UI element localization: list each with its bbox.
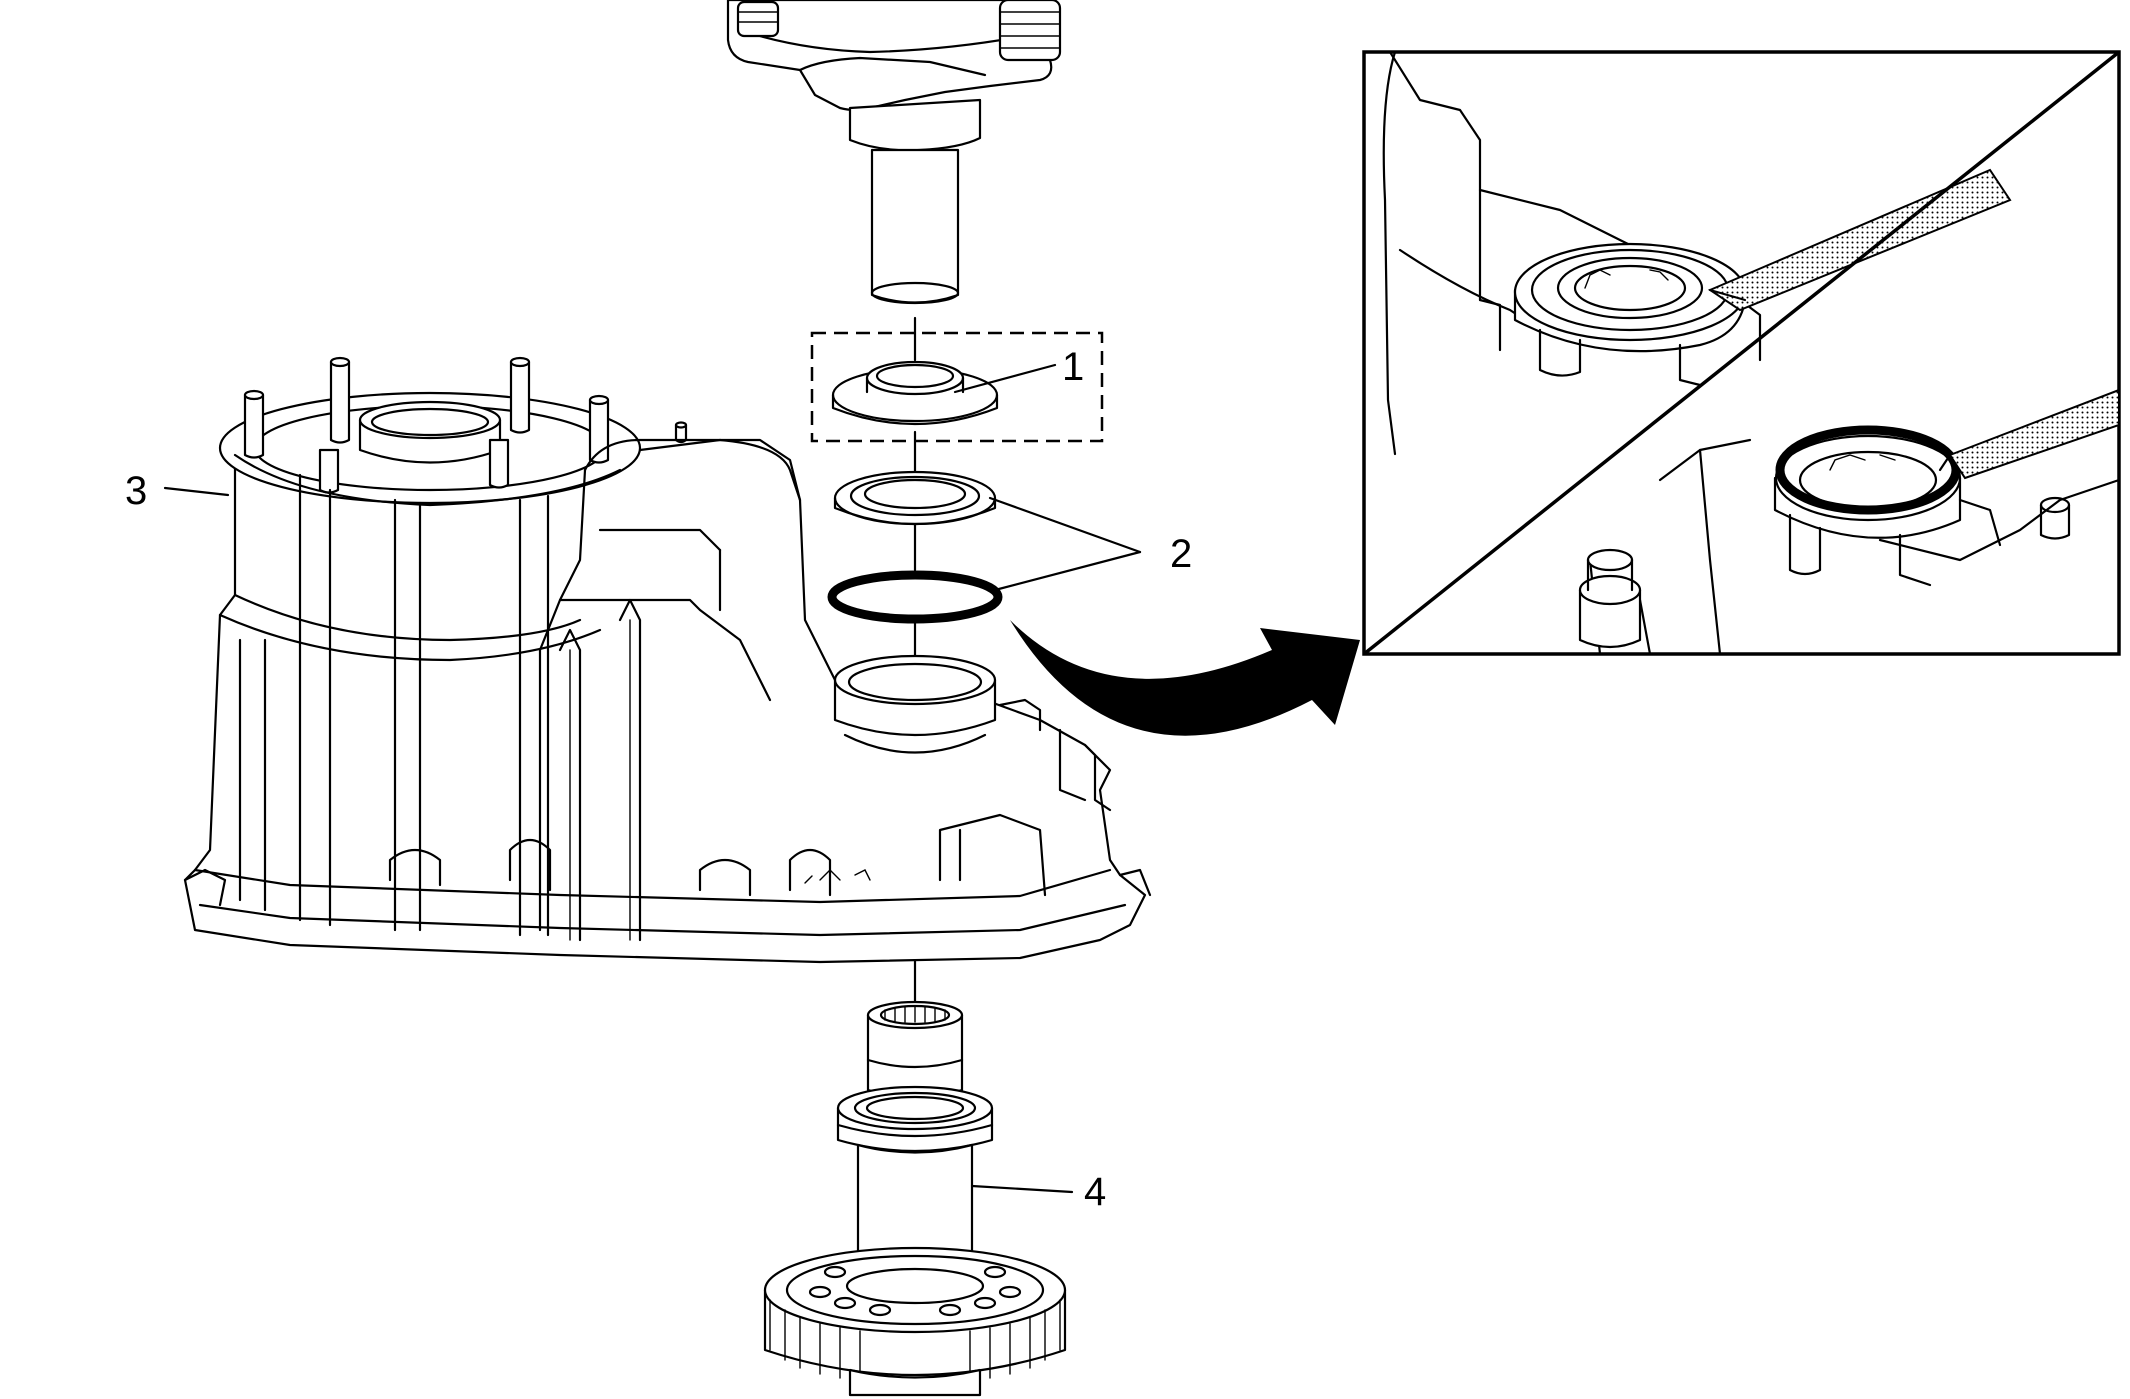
callout-1: 1 [1062, 345, 1084, 389]
sprocket-holes [808, 1265, 1022, 1317]
seal-item-1 [810, 331, 1104, 443]
housing-studs [243, 356, 688, 494]
output-shaft-item-4 [763, 1000, 1067, 1397]
seal-installer-tool [726, 0, 1062, 305]
inset-view-seal [1382, 52, 2012, 456]
leader-2a [988, 496, 1142, 554]
leader-3 [163, 486, 230, 497]
sprocket-teeth [769, 1299, 1061, 1382]
leader-4 [970, 1184, 1074, 1194]
leader-lines [163, 363, 1142, 1194]
detail-inset [1362, 50, 2121, 656]
seal-item-2 [833, 470, 997, 526]
o-ring-item-2 [827, 570, 1003, 624]
callout-2: 2 [1170, 532, 1192, 576]
transfer-case-housing-item-3 [183, 356, 1152, 964]
callout-3: 3 [125, 469, 147, 513]
leader-1 [953, 363, 1057, 394]
leader-2b [993, 550, 1142, 592]
tool-spring-left [736, 0, 780, 38]
tool-spring-right [998, 0, 1062, 62]
callout-4: 4 [1084, 1170, 1106, 1214]
inset-view-o-ring [1578, 388, 2119, 654]
detail-pointer-arrow [1010, 620, 1360, 736]
